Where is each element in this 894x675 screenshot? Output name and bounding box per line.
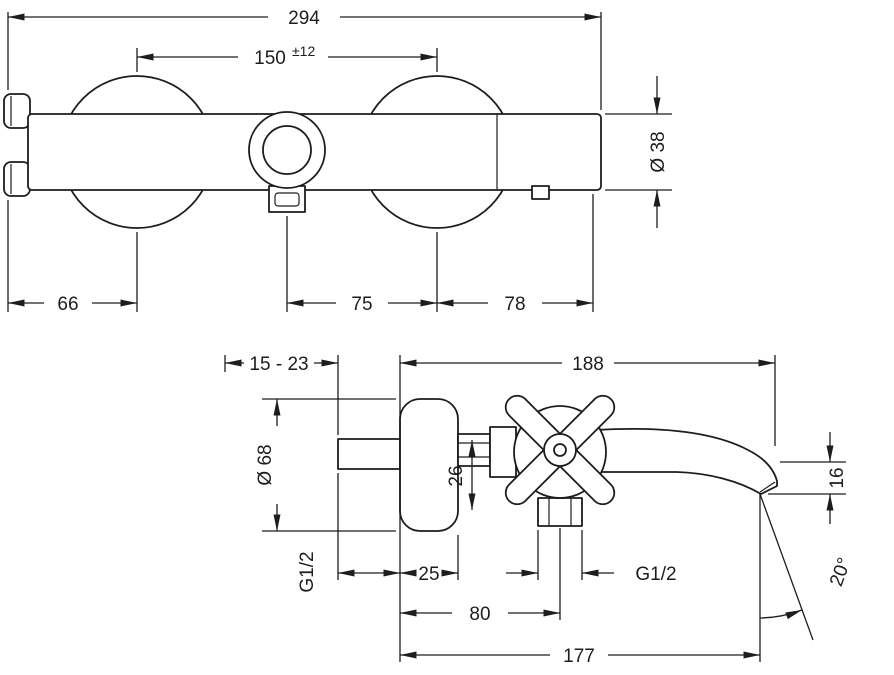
dim-outlet-distance-label: 80 [469,604,490,625]
dim-total-width-label: 294 [288,8,320,29]
dim-spout-end-height: 16 [768,432,848,524]
valve-connector [457,426,517,478]
dim-depth-range-label: 15 - 23 [249,354,308,375]
dim-right-segment-label: 78 [504,294,525,315]
thermostat-knob [248,111,326,189]
handle-detail-block [531,185,550,200]
spout-side [595,428,778,495]
dim-offset-label: 26 [446,465,467,486]
dim-escutcheon-diameter-label: Ø 68 [255,444,276,485]
dim-bar-diameter: Ø 38 [605,76,672,228]
dim-inlet-thread: G1/2 [297,473,400,593]
dim-offset-26: 26 [446,440,476,510]
dim-spout-outlet-distance: 177 [400,640,761,667]
dim-spout-end-height-label: 16 [827,467,848,488]
dim-center-distance: 150 ±12 [136,43,438,72]
dim-spout-outlet-distance-label: 177 [563,646,595,667]
dim-escutcheon-diameter: Ø 68 [255,398,396,532]
cross-handle [504,394,616,506]
top-view: 294 150 ±12 Ø 38 66 [3,8,672,315]
dim-mid-segment-label: 75 [351,294,372,315]
spout-front [268,185,306,213]
inlet-nipple [337,438,401,470]
dim-spout-reach: 188 [400,354,776,446]
dim-bar-diameter-label: Ø 38 [648,131,669,172]
wall-bracket-bottom [3,161,31,197]
dim-outlet-thread: G1/2 [506,530,677,585]
dim-inlet-thread-label: G1/2 [297,551,318,592]
dim-spout-reach-label: 188 [572,354,604,375]
dim-escutcheon-depth-label: 25 [418,564,439,585]
dim-outlet-distance: 80 [400,528,561,625]
dim-total-width: 294 [7,8,602,110]
dim-spout-angle: 20° [759,493,856,641]
outlet-face [759,481,776,493]
dim-center-distance-tolerance-label: ±12 [292,43,315,59]
wall-bracket-top [3,93,31,129]
escutcheon-side [399,398,459,532]
dim-spout-angle-label: 20° [826,555,856,589]
dim-outlet-thread-label: G1/2 [635,564,676,585]
dim-depth-range: 15 - 23 [224,354,339,435]
dim-bottom-chain: 66 75 78 [7,194,594,315]
dim-escutcheon-depth: 25 [400,535,459,585]
dim-center-distance-label: 150 [254,48,286,69]
side-view: 15 - 23 188 Ø 68 26 16 [224,354,856,667]
dim-left-segment-label: 66 [57,294,78,315]
hose-outlet-nut [537,497,583,527]
